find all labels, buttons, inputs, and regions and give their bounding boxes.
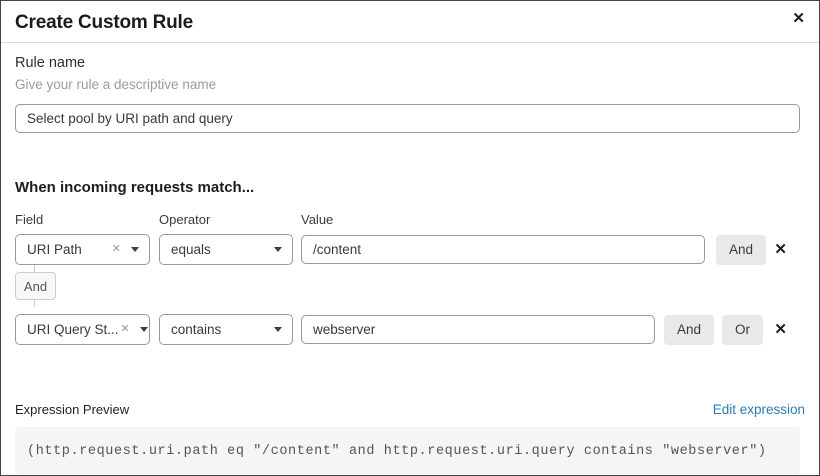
expression-code: (http.request.uri.path eq "/content" and… (27, 443, 767, 459)
operator-select-2-value: contains (171, 322, 222, 337)
value-input-2[interactable] (301, 315, 655, 344)
chevron-down-icon (131, 247, 139, 252)
field-select-2[interactable]: URI Query St... ✕ (15, 314, 150, 345)
edit-expression-link[interactable]: Edit expression (712, 402, 805, 417)
add-or-condition-button-2[interactable]: Or (722, 314, 764, 345)
expression-preview-box: (http.request.uri.path eq "/content" and… (15, 427, 800, 475)
matcher-column-labels: Field Operator Value (15, 212, 805, 227)
add-and-condition-button-2[interactable]: And (664, 314, 715, 345)
matcher-heading: When incoming requests match... (15, 179, 255, 196)
operator-select-2[interactable]: contains (159, 314, 293, 345)
field-clear-icon-1[interactable]: ✕ (111, 243, 121, 255)
chevron-down-icon (274, 247, 282, 252)
dialog-body: Rule name Give your rule a descriptive n… (1, 55, 819, 475)
dialog-title: Create Custom Rule (15, 12, 193, 33)
expression-preview-header: Expression Preview Edit expression (15, 402, 805, 417)
field-clear-icon-2[interactable]: ✕ (120, 323, 130, 335)
condition-connector: And (15, 265, 805, 307)
condition-row-1: URI Path ✕ equals And ✕ (15, 234, 805, 265)
expression-preview-label: Expression Preview (15, 402, 130, 417)
delete-condition-icon-1[interactable]: ✕ (774, 241, 787, 258)
operator-select-1-value: equals (171, 242, 211, 257)
rule-name-helper: Give your rule a descriptive name (15, 77, 217, 92)
rule-name-input[interactable] (15, 104, 800, 133)
field-select-1-value: URI Path (27, 242, 82, 257)
value-column-label: Value (301, 212, 334, 227)
dialog-header: Create Custom Rule ✕ (1, 1, 819, 34)
chevron-down-icon (274, 327, 282, 332)
header-divider (1, 42, 819, 43)
close-icon[interactable]: ✕ (788, 7, 809, 30)
rule-name-label: Rule name (15, 55, 86, 71)
and-connector-chip: And (15, 272, 56, 300)
operator-select-1[interactable]: equals (159, 234, 293, 265)
field-select-1[interactable]: URI Path ✕ (15, 234, 150, 265)
chevron-down-icon (139, 327, 148, 332)
delete-condition-icon-2[interactable]: ✕ (774, 321, 787, 338)
operator-column-label: Operator (159, 212, 211, 227)
field-column-label: Field (15, 212, 44, 227)
add-and-condition-button-1[interactable]: And (716, 234, 767, 265)
field-select-2-value: URI Query St... (27, 322, 119, 337)
value-input-1[interactable] (301, 235, 705, 264)
condition-row-2: URI Query St... ✕ contains And Or ✕ (15, 314, 805, 345)
